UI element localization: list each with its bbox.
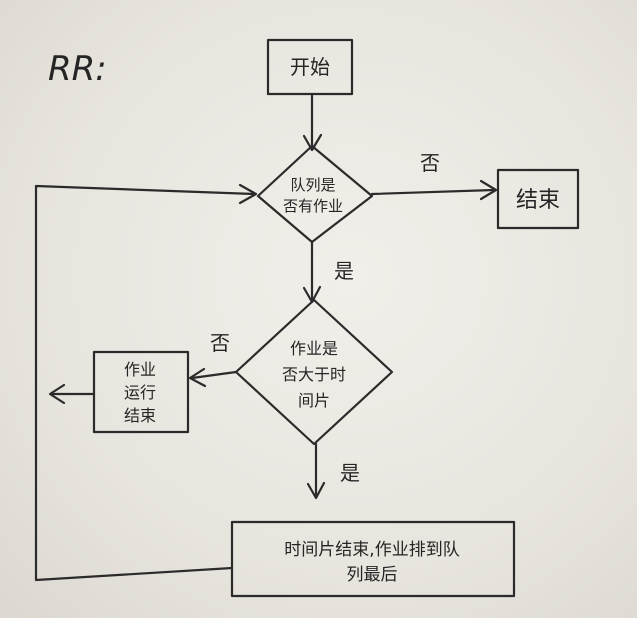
job-done-label-line3: 结束: [124, 406, 156, 425]
job-done-box: [92, 350, 190, 434]
end-node-label: 结束: [516, 188, 560, 213]
arrow-head-requeue: [306, 481, 326, 500]
arrow-head-exit: [48, 383, 66, 405]
arrow-time-no-to-job-done: [190, 370, 238, 380]
start-node-box: [266, 38, 354, 96]
time-check-label-line2: 否大于时: [282, 365, 346, 384]
arrow-queue-no-to-end: [370, 188, 496, 196]
time-no-label: 否: [210, 331, 230, 355]
end-node-box: [496, 168, 580, 230]
job-done-label-line1: 作业: [124, 360, 156, 379]
arrow-head-loop: [238, 183, 258, 205]
arrow-head-job-done: [188, 367, 207, 388]
arrow-head-end: [479, 179, 498, 201]
queue-check-diamond: [256, 144, 374, 244]
time-check-diamond: [234, 298, 394, 446]
start-node-label: 开始: [290, 55, 330, 79]
diagram-title: RR:: [48, 49, 107, 89]
job-done-label-line2: 运行: [124, 383, 156, 402]
loop-back-line: [34, 184, 256, 582]
time-yes-label: 是: [340, 461, 360, 485]
queue-check-label-line2: 否有作业: [283, 197, 343, 215]
arrow-head-queue-check: [302, 133, 323, 152]
requeue-label-line1: 时间片结束,作业排到队: [284, 540, 459, 560]
time-check-label-line1: 作业是: [290, 339, 338, 358]
queue-yes-label: 是: [334, 259, 354, 283]
requeue-box: [230, 520, 516, 598]
requeue-label-line2: 列最后: [347, 565, 398, 585]
time-check-label-line3: 间片: [298, 391, 330, 410]
queue-check-label-line1: 队列是: [290, 176, 335, 194]
queue-no-label: 否: [420, 151, 440, 175]
